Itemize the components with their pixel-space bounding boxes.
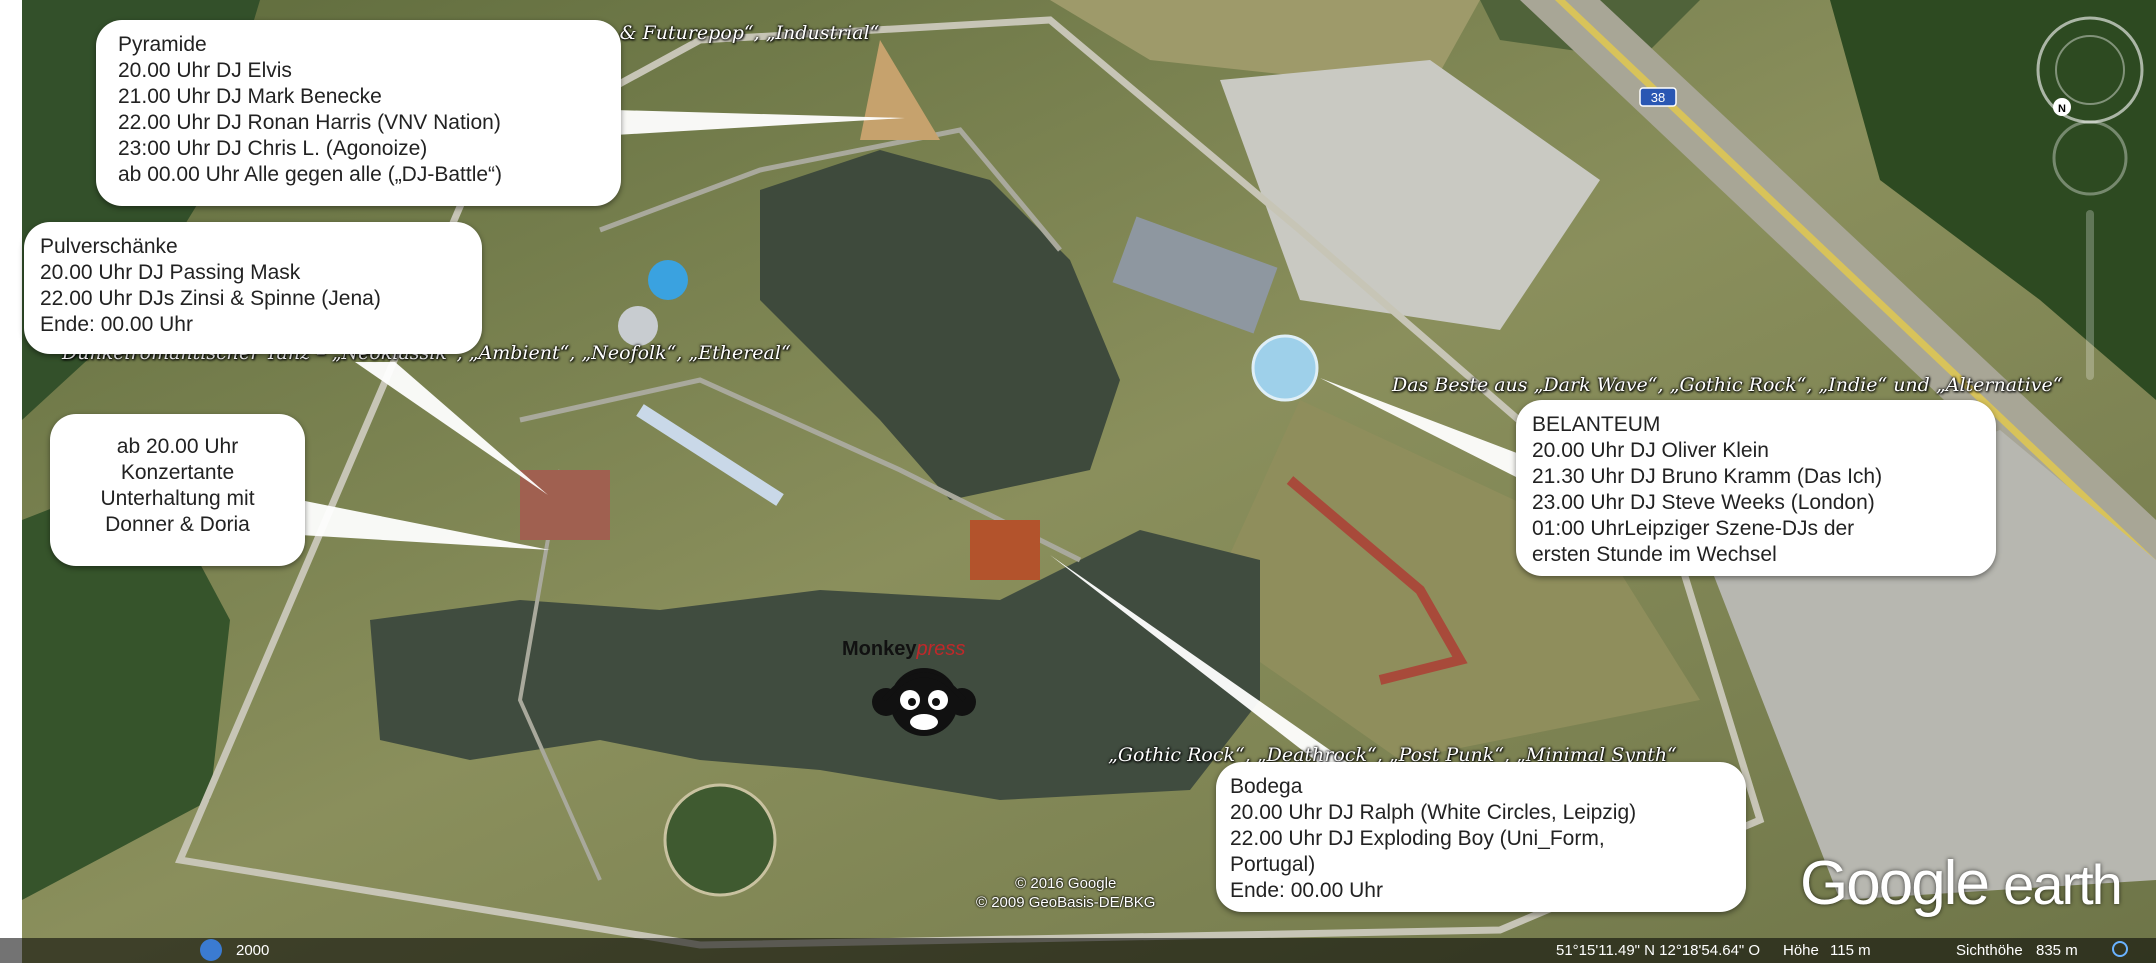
imagery-year: 2000 [236,942,270,959]
coordinates: 51°15'11.49" N 12°18'54.64" O [1556,942,1761,959]
look-control[interactable] [2052,120,2128,196]
compass-inner [2055,35,2125,105]
field [1200,400,1700,760]
loading-indicator-icon [2112,941,2128,957]
bodega-building [970,520,1040,580]
callout-title: Pulverschänke [40,235,178,258]
rollercoaster [1286,476,1468,685]
callout-line: 23:00 Uhr DJ Chris L. (Agonoize) [118,137,428,160]
compass-ring[interactable] [2036,16,2144,124]
callout-bodega: Bodega 20.00 Uhr DJ Ralph (White Circles… [1216,762,1746,912]
callout-line: Unterhaltung mit [100,487,255,510]
maze [663,783,777,897]
status-bar: 2000 51°15'11.49" N 12°18'54.64" O Höhe … [0,938,2156,963]
left-frame [0,0,22,963]
building [1112,216,1278,334]
genre-bodega: „Gothic Rock“, „Deathrock“, „Post Punk“,… [1108,744,1677,766]
callout-line: Donner & Doria [105,513,250,536]
callout-line: ersten Stunde im Wechsel [1532,543,1777,566]
lake-south [370,530,1260,800]
highway-line [1555,0,2156,570]
callout-line: 22.00 Uhr DJs Zinsi & Spinne (Jena) [40,287,381,310]
callout-line: Konzertante [120,461,235,484]
eye-altitude-value: 835 m [2036,942,2078,959]
compass-north-icon[interactable] [2053,98,2071,116]
water-slide [636,404,784,506]
callout-line: 21.00 Uhr DJ Mark Benecke [118,85,382,108]
forest-southwest [22,470,230,900]
pulverschaenke-building [520,470,610,540]
pyramid-building [860,40,940,140]
callout-line: 20.00 Uhr DJ Oliver Klein [1532,439,1769,462]
callout-line: ab 20.00 Uhr [116,435,239,458]
park-path [519,377,1082,563]
genre-belanteum: Das Beste aus „Dark Wave“, „Gothic Rock“… [1392,374,2063,396]
callout-line: 22.00 Uhr DJ Ronan Harris (VNV Nation) [118,111,501,134]
callout-line: 20.00 Uhr DJ Ralph (White Circles, Leipz… [1230,801,1637,824]
callout-line: Portugal) [1230,853,1316,876]
belanteum-pointer [1320,378,1522,480]
callout-konzert: ab 20.00 Uhr Konzertante Unterhaltung mi… [50,414,305,566]
park-path [599,127,1062,252]
callout-title: BELANTEUM [1532,413,1661,436]
callout-pyramide: Pyramide 20.00 Uhr DJ Elvis 21.00 Uhr DJ… [96,20,621,206]
callout-title: Bodega [1230,775,1303,798]
callout-line: 21.30 Uhr DJ Bruno Kramm (Das Ich) [1532,465,1883,488]
belanteum-dome [1251,334,1319,402]
copyright-google: © 2016 Google [1015,875,1117,892]
logo-google: Google [1800,849,1990,918]
map-copyright: © 2016 Google © 2009 GeoBasis-DE/BKG [976,874,1155,912]
eye-altitude-label: Sichthöhe [1956,942,2023,959]
copyright-geobasis: © 2009 GeoBasis-DE/BKG [976,894,1156,911]
callout-title: Pyramide [118,33,207,56]
logo-earth: earth [2003,853,2123,916]
callout-line: 23.00 Uhr DJ Steve Weeks (London) [1532,491,1875,514]
watermark-monkey: Monkey [842,638,917,660]
callout-belanteum: BELANTEUM 20.00 Uhr DJ Oliver Klein 21.3… [1516,400,1996,576]
road-sign-label: 38 [1651,90,1665,105]
callout-line: 20.00 Uhr DJ Passing Mask [40,261,301,284]
historical-imagery-icon[interactable] [200,939,222,961]
pulverschaenke-pointer [355,362,548,495]
monkeypress-watermark: Monkeypress [842,638,965,661]
park-path [517,469,602,881]
callout-line: Ende: 00.00 Uhr [40,313,193,336]
road-sign [1639,87,1677,107]
forest-northeast [1830,0,2156,400]
lake-north [760,150,1120,500]
parking-north [1220,60,1600,330]
elevation-label: Höhe [1783,942,1819,959]
compass-north-label: N [2058,103,2066,115]
callout-pulverschaenke: Pulverschänke 20.00 Uhr DJ Passing Mask … [24,222,482,354]
google-earth-logo: Google earth [1800,848,2123,919]
callout-line: 01:00 UhrLeipziger Szene-DJs der [1532,517,1855,540]
elevation-value: 115 m [1830,942,1871,959]
zoom-slider[interactable] [2086,210,2094,380]
pyramide-pointer [615,110,905,135]
callout-line: 20.00 Uhr DJ Elvis [118,59,292,82]
callout-line: ab 00.00 Uhr Alle gegen alle („DJ-Battle… [118,163,503,186]
monkeypress-logo [872,668,976,736]
bodega-pointer [1050,555,1350,764]
watermark-press: press [916,638,966,660]
blue-dome [648,260,688,300]
callout-line: Ende: 00.00 Uhr [1230,879,1383,902]
white-dome [618,306,658,346]
callout-line: 22.00 Uhr DJ Exploding Boy (Uni_Form, [1230,827,1605,850]
konzert-pointer [300,500,550,550]
